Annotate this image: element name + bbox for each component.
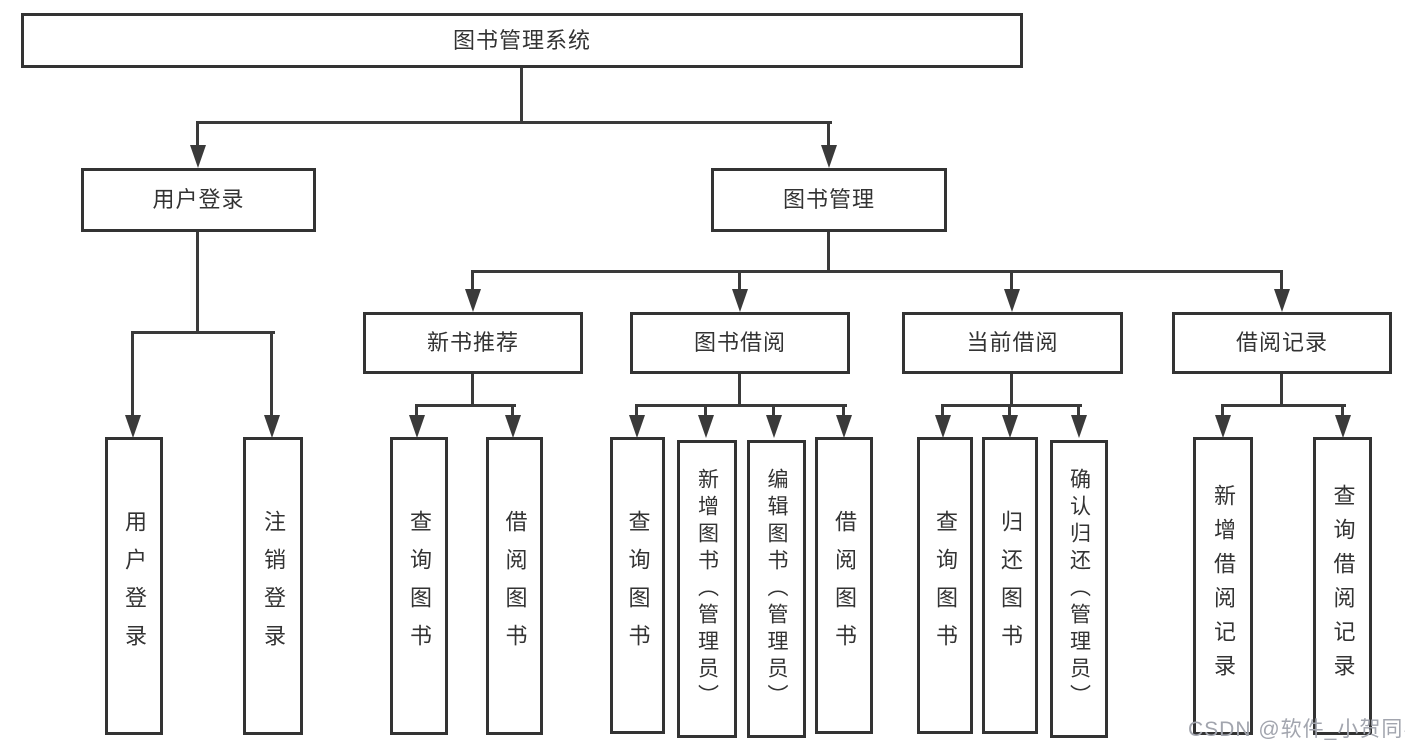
connector-branch-user-login (131, 331, 275, 334)
node-book-borrow: 图书借阅 (630, 312, 850, 374)
arrow-down-icon (629, 415, 645, 438)
leaf-query-books-borrow: 查询图书 (610, 437, 665, 734)
connector-branch-new-book (415, 404, 516, 407)
node-library-system: 图书管理系统 (21, 13, 1023, 68)
connector-stem-user-login (196, 232, 199, 333)
leaf-query-borrow-record: 查询借阅记录 (1313, 437, 1372, 735)
arrow-down-icon (1215, 415, 1231, 438)
connector-drop-book-management (827, 124, 830, 148)
connector-branch-level1 (196, 121, 832, 124)
connector-stem-root (520, 68, 523, 124)
leaf-add-borrow-record: 新增借阅记录 (1193, 437, 1253, 735)
leaf-return-book: 归还图书 (982, 437, 1038, 734)
connector-drop (511, 406, 514, 416)
connector-drop (941, 406, 944, 416)
arrow-down-icon (1071, 415, 1087, 438)
arrow-down-icon (264, 415, 280, 438)
connector-stem-borrow-records (1280, 374, 1283, 406)
arrow-down-icon (1002, 415, 1018, 438)
connector-stem-book-borrow (738, 374, 741, 406)
watermark-text: CSDN @软件_小贺同学 (1188, 718, 1405, 741)
arrow-down-icon (935, 415, 951, 438)
connector-drop (772, 406, 775, 416)
arrow-down-icon (1004, 289, 1020, 312)
arrow-down-icon (505, 415, 521, 438)
connector-drop-borrow-records (1280, 273, 1283, 291)
connector-drop (635, 406, 638, 416)
arrow-down-icon (465, 289, 481, 312)
leaf-edit-book-admin: 编辑图书（管理员） (747, 440, 806, 738)
arrow-down-icon (1274, 289, 1290, 312)
arrow-down-icon (125, 415, 141, 438)
connector-drop-current-borrow (1010, 273, 1013, 291)
connector-stem-current-borrow (1010, 374, 1013, 406)
connector-stem-new-book (471, 374, 474, 406)
connector-drop-new-book (471, 273, 474, 291)
connector-drop (1077, 406, 1080, 416)
leaf-borrow-books: 借阅图书 (815, 437, 873, 734)
connector-branch-book-borrow (635, 404, 847, 407)
connector-drop (1008, 406, 1011, 416)
connector-drop (704, 406, 707, 416)
arrow-down-icon (1335, 415, 1351, 438)
node-book-management: 图书管理 (711, 168, 947, 232)
leaf-borrow-books-recommend: 借阅图书 (486, 437, 543, 735)
connector-drop-book-borrow (738, 273, 741, 291)
connector-drop-user-login (196, 124, 199, 148)
connector-drop (415, 406, 418, 416)
connector-stem-book-management (827, 232, 830, 272)
connector-drop (1221, 406, 1224, 416)
connector-drop-leaf-user-login (131, 334, 134, 416)
leaf-add-book-admin: 新增图书（管理员） (677, 440, 737, 738)
leaf-logout: 注销登录 (243, 437, 303, 735)
arrow-down-icon (836, 415, 852, 438)
connector-drop-leaf-logout (270, 334, 273, 416)
leaf-query-books-current: 查询图书 (917, 437, 973, 734)
connector-branch-current-borrow (941, 404, 1082, 407)
node-borrow-records: 借阅记录 (1172, 312, 1392, 374)
arrow-down-icon (766, 415, 782, 438)
leaf-query-books-recommend: 查询图书 (390, 437, 448, 735)
connector-branch-borrow-records (1221, 404, 1346, 407)
connector-drop (1341, 406, 1344, 416)
arrow-down-icon (409, 415, 425, 438)
leaf-user-login: 用户登录 (105, 437, 163, 735)
node-new-book-recommend: 新书推荐 (363, 312, 583, 374)
connector-drop (842, 406, 845, 416)
node-current-borrow: 当前借阅 (902, 312, 1123, 374)
leaf-confirm-return-admin: 确认归还（管理员） (1050, 440, 1108, 738)
arrow-down-icon (821, 145, 837, 168)
node-user-login: 用户登录 (81, 168, 316, 232)
arrow-down-icon (190, 145, 206, 168)
arrow-down-icon (732, 289, 748, 312)
arrow-down-icon (698, 415, 714, 438)
connector-branch-level3 (471, 270, 1283, 273)
